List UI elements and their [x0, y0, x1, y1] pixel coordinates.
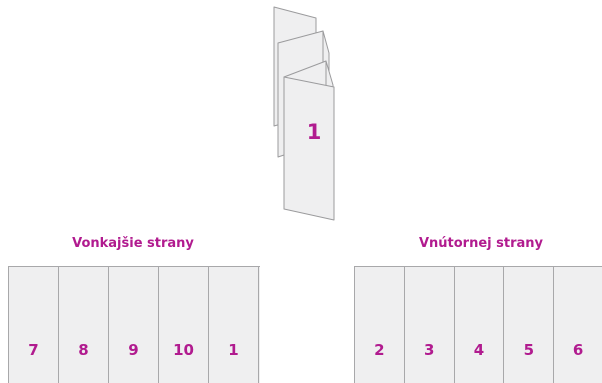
outside-page-number: 9 — [128, 341, 139, 359]
inside-page-panel: 5 — [504, 267, 555, 383]
brochure-fold-drawing — [273, 6, 335, 221]
outside-pages-strip: 7 8 9 10 1 — [8, 266, 260, 383]
outside-page-number: 1 — [228, 341, 239, 359]
inside-page-panel: 6 — [554, 267, 602, 383]
outside-page-panel: 10 — [159, 267, 209, 383]
outside-pages-title: Vonkajšie strany — [72, 236, 194, 251]
outside-page-panel: 8 — [59, 267, 109, 383]
folded-brochure-illustration — [268, 6, 344, 221]
outside-page-number: 8 — [78, 341, 89, 359]
inside-page-number: 3 — [423, 341, 435, 359]
outside-page-number: 7 — [28, 341, 39, 359]
inside-page-number: 5 — [523, 341, 534, 359]
outside-page-panel: 9 — [109, 267, 159, 383]
inside-page-number: 2 — [374, 341, 385, 359]
front-page-number: 1 — [306, 120, 322, 144]
inside-pages-title: Vnútornej strany — [418, 236, 544, 251]
outside-page-number: 10 — [173, 341, 194, 359]
inside-page-number: 4 — [473, 341, 485, 359]
inside-page-panel: 4 — [455, 267, 505, 383]
inside-page-panel: 2 — [355, 267, 405, 383]
inside-page-panel: 3 — [405, 267, 455, 383]
inside-page-number: 6 — [572, 341, 584, 359]
inside-pages-strip: 2 3 4 5 6 — [354, 266, 602, 383]
outside-page-panel: 7 — [9, 267, 59, 383]
brochure-front-panel — [283, 76, 335, 221]
outside-page-panel: 1 — [209, 267, 259, 383]
